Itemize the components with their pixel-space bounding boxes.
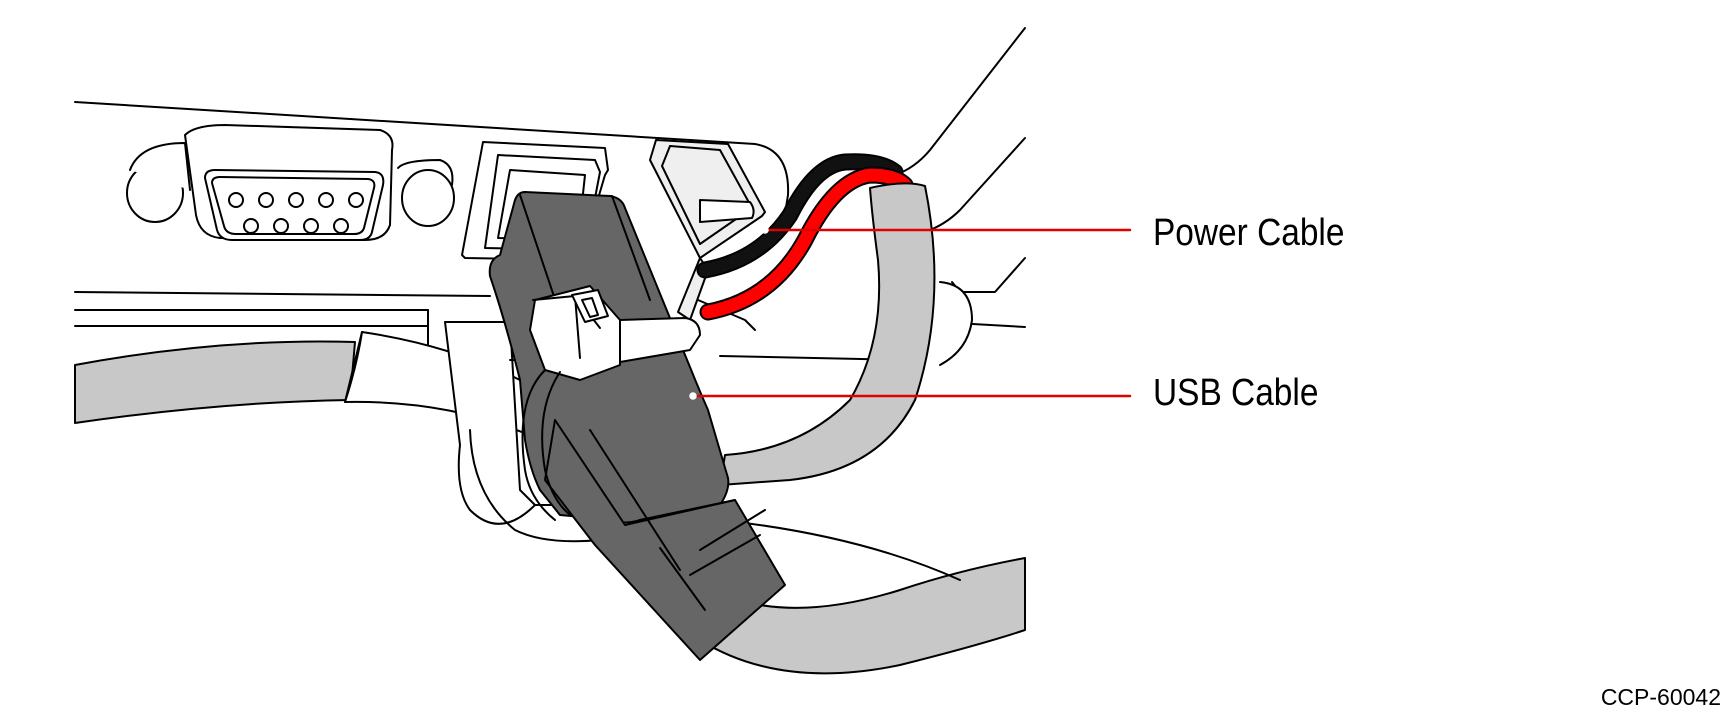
cable-bottom [699, 519, 1026, 675]
serial-port [126, 124, 455, 241]
cable-tie [521, 285, 701, 521]
usb-cable-label: USB Cable [1153, 372, 1319, 414]
callout-lines [689, 226, 1132, 400]
power-cable-label: Power Cable [1153, 212, 1345, 254]
cable-loop [719, 182, 936, 486]
power-port [649, 139, 766, 331]
figure-id-label: CCP-60042 [1600, 684, 1721, 710]
power-cable-wires [696, 153, 914, 321]
